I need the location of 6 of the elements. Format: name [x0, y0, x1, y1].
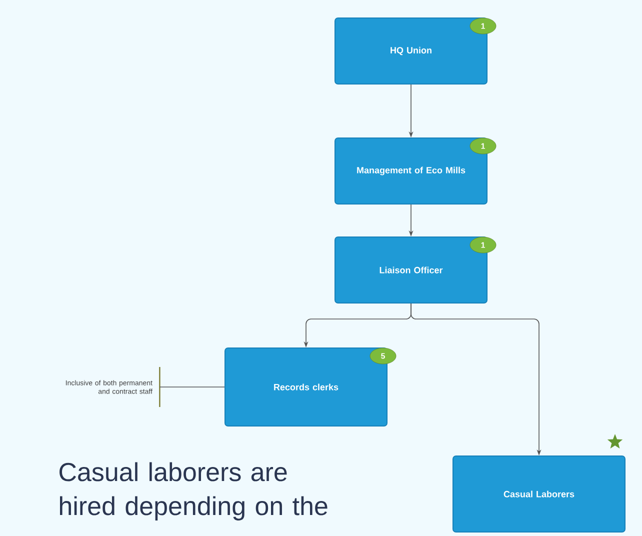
count-badge: 1 — [470, 138, 496, 154]
caption-text: Casual laborers are hired depending on the — [60, 462, 328, 520]
count-badge: 5 — [370, 348, 396, 364]
count-badge: 1 — [470, 18, 496, 34]
process-box: Casual Laborers — [452, 456, 626, 532]
count-badge: 1 — [470, 236, 496, 254]
